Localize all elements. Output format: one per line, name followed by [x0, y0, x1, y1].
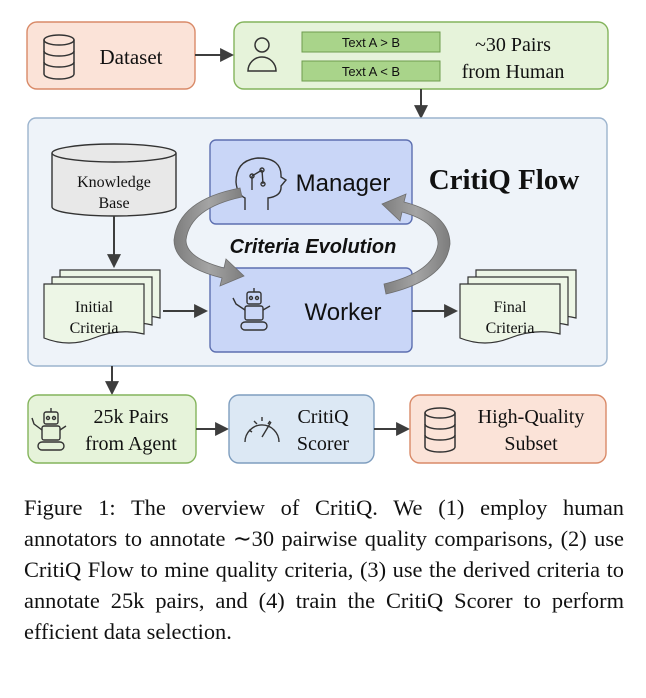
- scorer-line2: Scorer: [297, 433, 350, 455]
- robot-icon: [31, 408, 67, 451]
- pair-b-label: Text A < B: [342, 64, 400, 79]
- pair-a-chip: [301, 31, 441, 53]
- subset-box: High-Quality Subset: [409, 394, 607, 464]
- dataset-box: Dataset: [26, 21, 196, 90]
- scorer-line1: CritiQ: [297, 406, 349, 428]
- initial-criteria-doc: [43, 269, 161, 344]
- worker-box: Worker: [209, 267, 413, 353]
- critiq-flow-panel: CritiQ Flow Knowledge Base Initial Crite…: [27, 117, 608, 367]
- critiq-flow-title: CritiQ Flow: [429, 164, 580, 196]
- subset-line1: High-Quality: [478, 406, 585, 428]
- user-icon: [247, 37, 277, 72]
- dataset-label: Dataset: [100, 45, 163, 69]
- database-icon: [43, 34, 75, 80]
- critiq-overview-diagram: Dataset Text A > B Text A < B ~30 Pairs …: [26, 21, 609, 464]
- figure-caption: Figure 1: The overview of CritiQ. We (1)…: [24, 495, 624, 644]
- agent-pairs-box: 25k Pairs from Agent: [27, 394, 197, 464]
- initial-criteria-line1: Initial: [75, 299, 114, 316]
- final-criteria-line2: Criteria: [486, 320, 535, 337]
- initial-criteria-line2: Criteria: [70, 320, 119, 337]
- final-criteria-line1: Final: [494, 299, 527, 316]
- criteria-evolution-label: Criteria Evolution: [230, 236, 397, 258]
- subset-line2: Subset: [504, 433, 558, 455]
- criteria-evolution-arrows: [173, 187, 451, 295]
- knowledge-base-line1: Knowledge: [77, 174, 151, 191]
- agent-line2: from Agent: [85, 433, 177, 455]
- agent-line1: 25k Pairs: [94, 406, 169, 428]
- robot-icon: [232, 288, 271, 331]
- pair-a-label: Text A > B: [342, 35, 400, 50]
- manager-label: Manager: [296, 170, 391, 197]
- knowledge-base: Knowledge Base: [51, 143, 177, 217]
- worker-label: Worker: [305, 299, 382, 326]
- knowledge-base-line2: Base: [98, 195, 129, 212]
- database-icon: [424, 407, 456, 453]
- scorer-box: CritiQ Scorer: [228, 394, 375, 464]
- manager-box: Manager: [209, 139, 413, 225]
- final-criteria-doc: [459, 269, 577, 344]
- human-count-line1: ~30 Pairs: [475, 34, 551, 56]
- human-count-line2: from Human: [462, 61, 565, 83]
- pair-b-chip: [301, 60, 441, 82]
- gauge-icon: [244, 417, 280, 443]
- human-pairs-box: Text A > B Text A < B ~30 Pairs from Hum…: [233, 21, 609, 90]
